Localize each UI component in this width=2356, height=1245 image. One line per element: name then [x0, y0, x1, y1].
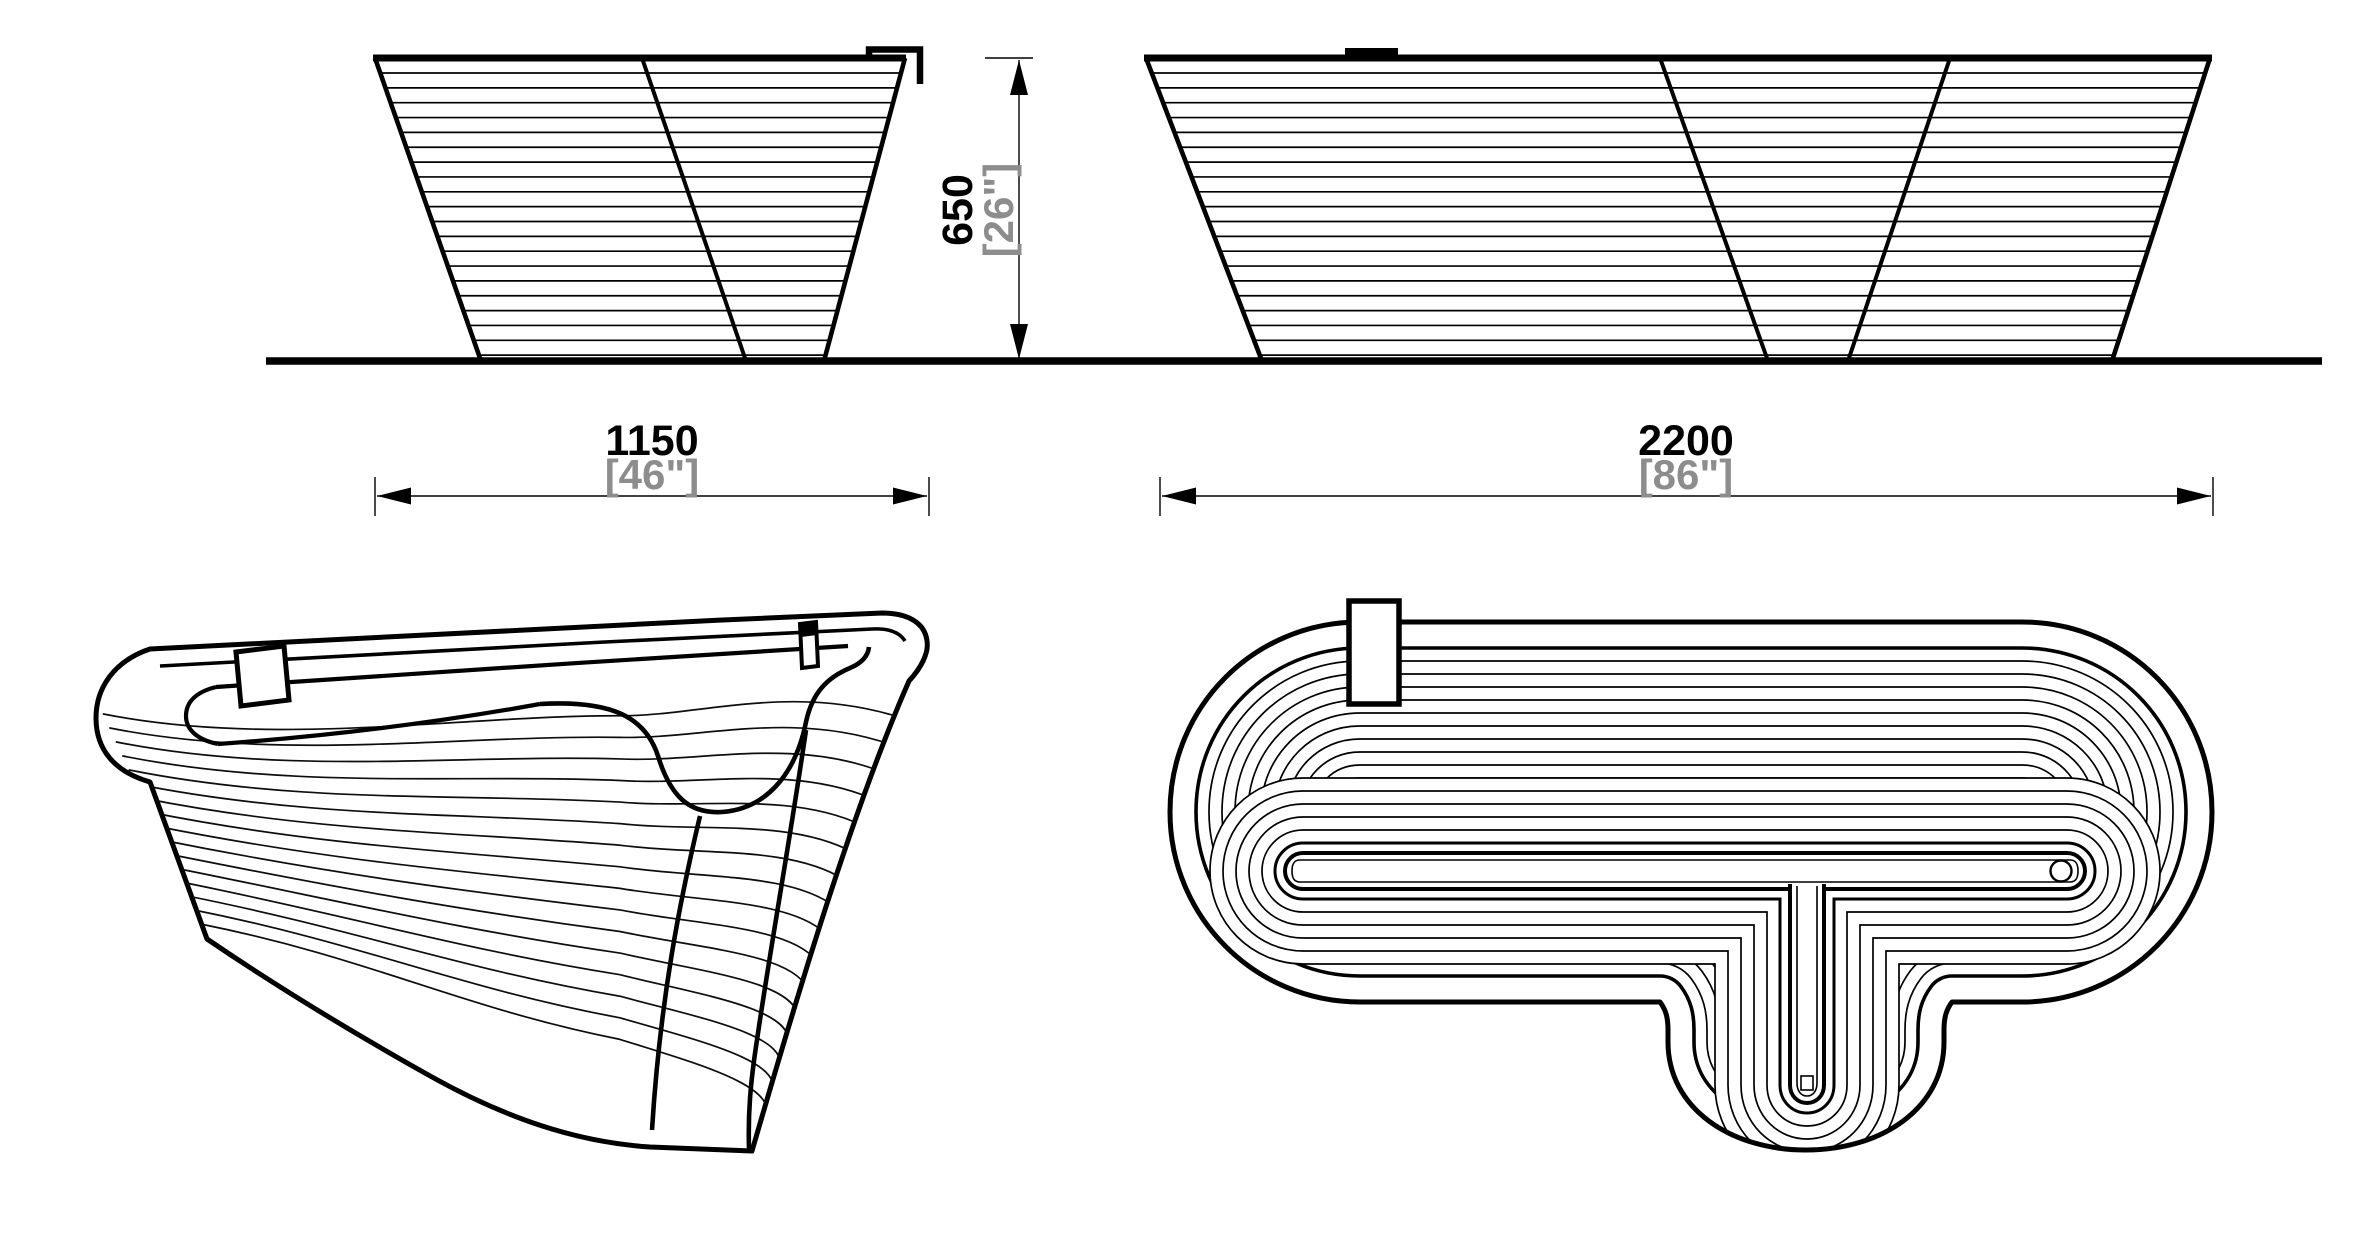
- width-dimension-large: 2200 [86"]: [1159, 417, 2214, 516]
- left-wall-edge: [1143, 57, 1265, 362]
- right-wall-edge: [2109, 57, 2213, 362]
- front-elevation-large: [1143, 48, 2213, 362]
- opening-top-edge: [215, 643, 849, 690]
- left-wall-edge: [372, 57, 484, 362]
- arrowhead-right-icon: [2177, 487, 2211, 505]
- front-elevation-small: [372, 46, 924, 362]
- trough-projection-edge: [640, 57, 748, 362]
- width-dimension-small: 1150 [46"]: [374, 417, 930, 516]
- stem-tip-notch: [1800, 1075, 1814, 1091]
- center-slot: [1282, 851, 2088, 1106]
- layer-lines-large-elevation: [1146, 72, 2210, 356]
- right-wall-edge: [821, 57, 908, 362]
- width-value-inches: [46"]: [605, 451, 700, 498]
- height-value-mm: 650: [934, 174, 982, 246]
- slot-stem-outline: [1788, 884, 1826, 1106]
- height-value-inches: [26"]: [975, 163, 1022, 258]
- vessel-silhouette: [93, 610, 930, 1154]
- trough-right-edge: [1846, 57, 1952, 362]
- slot-bar: [1282, 851, 2088, 891]
- trough-right-crease: [746, 729, 809, 1150]
- arrowhead-down-icon: [1010, 324, 1028, 359]
- arrowhead-left-icon: [1162, 487, 1196, 505]
- trough-front-crease: [649, 815, 703, 1131]
- trough-rim-s-curve: [539, 646, 872, 815]
- arrowhead-up-icon: [1010, 60, 1028, 95]
- plan-view: [1167, 598, 2215, 1153]
- plan-outer-boundary: [1167, 619, 2215, 1153]
- opening-left-cap: [183, 684, 219, 747]
- width-value-mm: 1150: [605, 417, 698, 465]
- drain-hole: [2049, 859, 2073, 883]
- mounting-tab-side-profile: [865, 46, 924, 84]
- trough-left-edge: [1658, 57, 1770, 362]
- slot-stem-inner-line: [1796, 886, 1818, 1097]
- opening-bottom-edge: [217, 701, 541, 747]
- rim-peg-cap: [800, 622, 817, 637]
- width-value-mm: 2200: [1638, 417, 1734, 465]
- isometric-view: [93, 610, 930, 1154]
- slot-stem-fill: [1790, 884, 1824, 1103]
- mounting-tab-front-profile: [1345, 48, 1398, 58]
- mounting-tab: [233, 643, 292, 709]
- mounting-tab-plan: [1346, 598, 1402, 707]
- arrowhead-left-icon: [377, 487, 411, 505]
- width-value-inches: [86"]: [1639, 451, 1734, 498]
- slot-bar-inner-line: [1291, 859, 2079, 883]
- height-dimension: 650 [26"]: [934, 57, 1033, 359]
- arrowhead-right-icon: [893, 487, 927, 505]
